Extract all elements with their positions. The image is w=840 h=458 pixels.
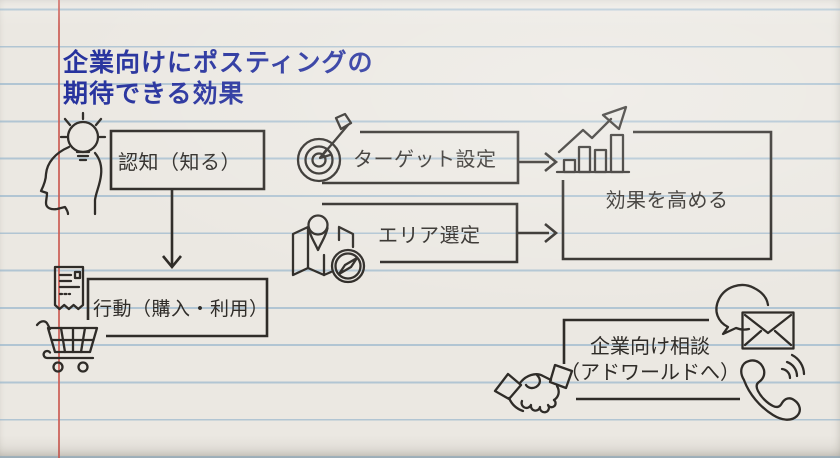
- box-soudan-bracket: [564, 320, 709, 364]
- shopping-cart-icon: [33, 316, 103, 376]
- head-lightbulb-icon: [36, 110, 110, 214]
- map-pin-compass-icon: [283, 203, 379, 287]
- node-label-soudan-line2: （アドワールドへ）: [560, 362, 740, 384]
- growth-chart-icon: [551, 101, 633, 179]
- box-ninchi: [111, 131, 264, 189]
- envelope-icon: [740, 310, 796, 352]
- node-label-area: エリア選定: [378, 224, 481, 247]
- red-margin-line: [58, 0, 60, 458]
- dartboard-arrow-icon: [292, 112, 358, 190]
- phone-waves-icon: [733, 352, 803, 422]
- node-label-kouka: 効果を高める: [605, 189, 729, 212]
- box-kouka: [563, 132, 771, 259]
- box-target: [322, 132, 518, 183]
- right-arrow-target: [518, 153, 556, 171]
- node-label-target: ターゲット設定: [353, 149, 497, 171]
- node-label-ninchi: 認知（知る）: [118, 151, 241, 174]
- handshake-icon: [492, 358, 586, 422]
- right-arrow-area: [517, 224, 556, 242]
- page-title-line2: 期待できる効果: [63, 80, 245, 108]
- down-arrow: [163, 189, 181, 267]
- page-title-line1: 企業向けにポスティングの: [63, 49, 374, 77]
- node-label-soudan-line1: 企業向け相談: [590, 336, 710, 358]
- box-koudou: [88, 279, 267, 336]
- node-label-soudan: 企業向け相談 （アドワールドへ）: [552, 334, 748, 386]
- node-label-koudou: 行動（購入・利用）: [93, 299, 269, 320]
- page-title: 企業向けにポスティングの 期待できる効果: [63, 48, 374, 110]
- receipt-icon: [51, 265, 87, 315]
